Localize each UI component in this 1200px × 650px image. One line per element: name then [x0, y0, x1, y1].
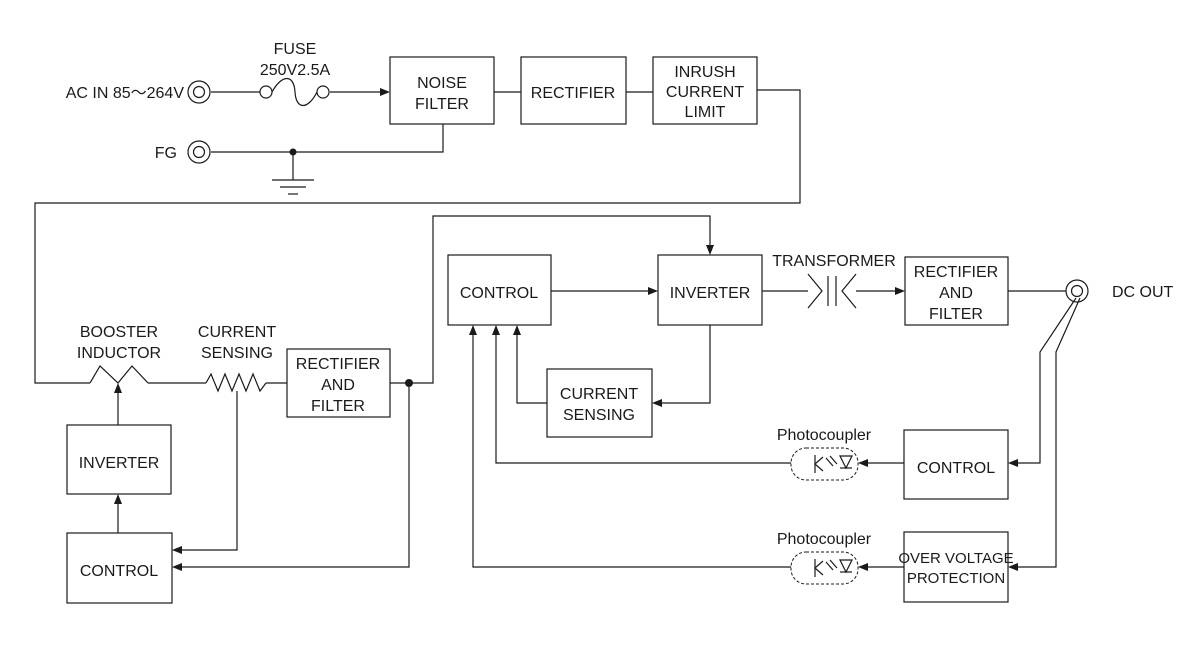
- block-control-right: CONTROL: [903, 429, 1009, 500]
- fuse-label: FUSE: [274, 41, 317, 58]
- rectifier-top-label: RECTIFIER: [531, 85, 615, 102]
- inverter-main-label: INVERTER: [670, 285, 751, 302]
- arrow-into-control-main-2: [492, 325, 500, 335]
- arrow-into-control-main-1: [469, 325, 477, 335]
- block-rectifier-filter-right: RECTIFIER AND FILTER: [904, 256, 1009, 326]
- wire-rectifier-left-out: [390, 215, 711, 384]
- arrow-into-photo-top: [858, 459, 868, 467]
- photocoupler-top-label: Photocoupler: [777, 427, 872, 444]
- arrow-into-control-right: [1008, 459, 1018, 467]
- arrow-into-rectifier-right: [895, 287, 905, 295]
- inrush-line-2: CURRENT: [666, 84, 744, 101]
- fg-label: FG: [155, 145, 177, 162]
- fuse-rating-label: 250V2.5A: [260, 62, 331, 79]
- rectifier-filter-left-line-1: RECTIFIER: [296, 356, 380, 373]
- wire-dcout-to-ovp: [1016, 297, 1081, 568]
- photocoupler-bottom-label: Photocoupler: [777, 531, 872, 548]
- ac-in-label: AC IN 85～264V: [66, 85, 185, 102]
- dc-out-terminal-icon: [1065, 279, 1089, 303]
- wire-junction-to-control: [181, 383, 410, 568]
- block-control-left: CONTROL: [66, 532, 173, 604]
- ground-icon: [272, 148, 314, 195]
- block-control-main: CONTROL: [447, 254, 552, 326]
- current-sensing-label-2: SENSING: [201, 345, 273, 362]
- wire-inverter-to-sensing: [660, 325, 711, 404]
- arrow-into-inverter-main-top: [706, 245, 714, 255]
- noise-filter-line-1: NOISE: [417, 75, 467, 92]
- noise-filter-line-2: FILTER: [415, 96, 469, 113]
- arrow-into-inverter-left: [114, 494, 122, 504]
- arrow-into-photo-bottom: [858, 563, 868, 571]
- fg-terminal-icon: [187, 140, 211, 164]
- block-rectifier-top: RECTIFIER: [520, 56, 627, 125]
- rectifier-filter-left-line-3: FILTER: [311, 398, 365, 415]
- transformer-label: TRANSFORMER: [772, 253, 896, 270]
- ovp-line-1: OVER VOLTAGE: [898, 550, 1013, 567]
- rectifier-filter-right-line-1: RECTIFIER: [914, 264, 998, 281]
- wire-inrush-to-booster: [34, 89, 801, 384]
- block-inverter-left: INVERTER: [66, 424, 172, 495]
- junction-dot: [405, 379, 413, 387]
- control-left-label: CONTROL: [80, 563, 158, 580]
- wire-photo-bottom-to-control: [472, 333, 791, 568]
- current-sensing-label-1: CURRENT: [198, 324, 276, 341]
- wire-photo-top-to-control: [495, 333, 791, 464]
- control-right-label: CONTROL: [917, 460, 995, 477]
- control-main-label: CONTROL: [460, 285, 538, 302]
- photocoupler-top-icon: [790, 447, 859, 481]
- block-inrush-current-limit: INRUSH CURRENT LIMIT: [652, 56, 758, 125]
- wire-dcout-to-control-right: [1016, 297, 1077, 464]
- ac-in-terminal-icon: [187, 80, 211, 104]
- transformer-icon: [807, 273, 857, 309]
- block-current-sensing: CURRENT SENSING: [546, 368, 653, 438]
- arrow-into-booster: [114, 383, 122, 393]
- current-sensing-resistor-icon: [205, 372, 267, 393]
- rectifier-filter-right-line-2: AND: [939, 285, 973, 302]
- block-inverter-main: INVERTER: [657, 254, 763, 326]
- block-over-voltage-protection: OVER VOLTAGE PROTECTION: [898, 531, 1014, 603]
- arrow-into-control-left-bottom: [172, 563, 182, 571]
- arrowheads: [114, 88, 1018, 571]
- arrow-into-noise-filter: [380, 88, 390, 96]
- arrow-into-ovp: [1008, 563, 1018, 571]
- arrow-into-sensing-box: [652, 399, 662, 407]
- photocoupler-bottom-icon: [790, 551, 859, 585]
- rectifier-filter-left-line-2: AND: [321, 377, 355, 394]
- wiring: [34, 89, 1081, 568]
- wire-sense-to-control: [181, 391, 238, 551]
- arrow-into-control-left-top: [172, 546, 182, 554]
- inrush-line-3: LIMIT: [685, 104, 726, 121]
- ovp-line-2: PROTECTION: [907, 570, 1005, 587]
- booster-inductor-label-2: INDUCTOR: [77, 345, 161, 362]
- dc-out-label: DC OUT: [1112, 284, 1174, 301]
- current-sensing-box-line-1: CURRENT: [560, 386, 638, 403]
- current-sensing-box-line-2: SENSING: [563, 407, 635, 424]
- block-noise-filter: NOISE FILTER: [389, 56, 495, 125]
- booster-inductor-label-1: BOOSTER: [80, 324, 158, 341]
- fuse-icon: [259, 77, 330, 107]
- wire-sensing-to-control: [516, 333, 547, 404]
- inrush-line-1: INRUSH: [674, 64, 735, 81]
- rectifier-filter-right-line-3: FILTER: [929, 306, 983, 323]
- arrow-into-control-main-3: [513, 325, 521, 335]
- booster-inductor-icon: [89, 365, 149, 384]
- arrow-into-inverter-main: [648, 287, 658, 295]
- block-rectifier-filter-left: RECTIFIER AND FILTER: [286, 348, 391, 418]
- wire-fg-line: [211, 124, 444, 153]
- inverter-left-label: INVERTER: [79, 455, 160, 472]
